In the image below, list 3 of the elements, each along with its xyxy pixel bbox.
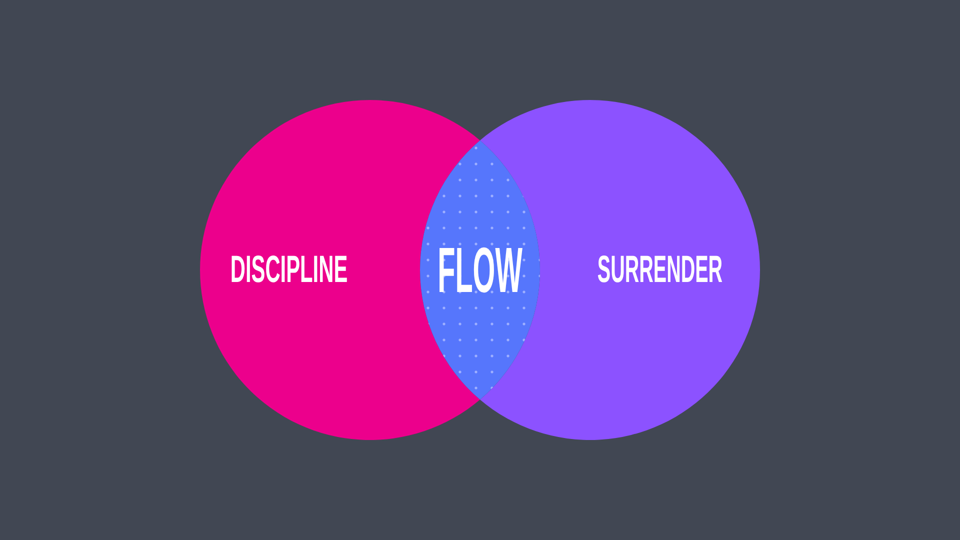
circle-label: DISCIPLINE (230, 251, 348, 289)
overlap-label: FLOW (438, 238, 522, 302)
circle-label: SURRENDER (597, 251, 723, 289)
